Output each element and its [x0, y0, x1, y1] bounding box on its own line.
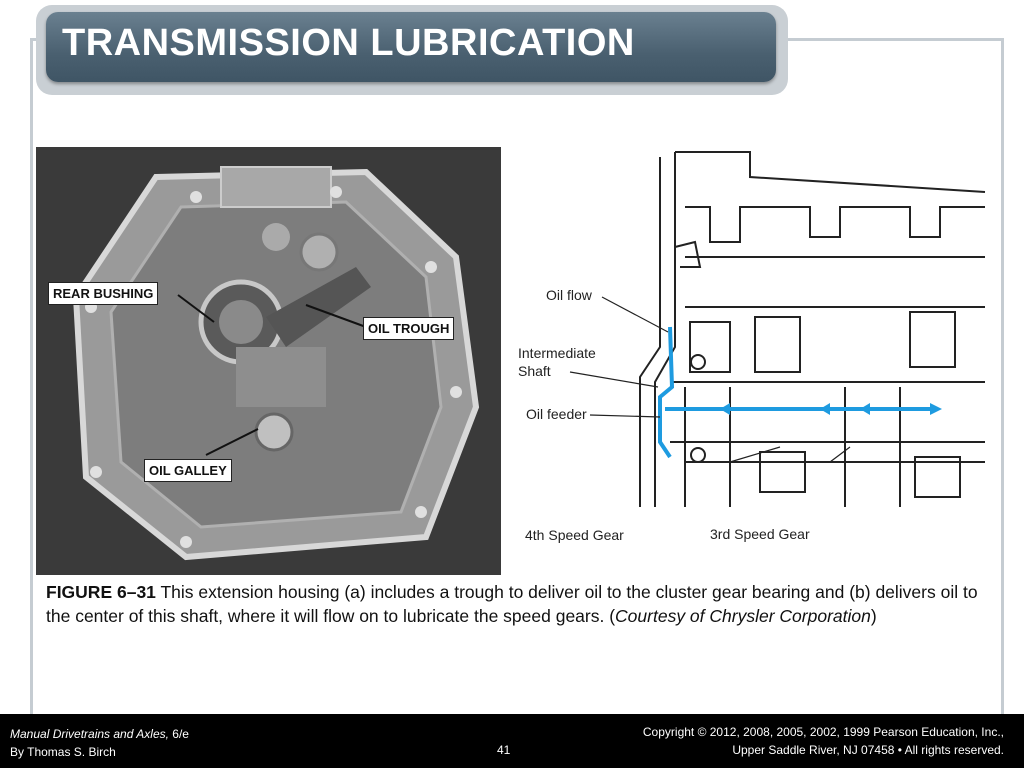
- title-bar: [46, 12, 776, 82]
- oil-flow-label: Oil flow: [546, 287, 593, 303]
- caption-end: ): [870, 606, 877, 626]
- housing-photo-illustration: [36, 147, 501, 575]
- caption-text: This extension housing (a) includes a tr…: [46, 582, 978, 626]
- extension-housing-photo: REAR BUSHING OIL TROUGH OIL GALLEY: [36, 147, 501, 575]
- figure-number: FIGURE 6–31: [46, 582, 156, 602]
- book-title: Manual Drivetrains and Axles,: [10, 727, 169, 741]
- rear-bushing-label: REAR BUSHING: [48, 282, 159, 305]
- copyright-line-1: Copyright © 2012, 2008, 2005, 2002, 1999…: [642, 725, 1004, 739]
- footer-book-info: Manual Drivetrains and Axles, 6/e By Tho…: [10, 725, 189, 761]
- oil-flow-path: [658, 326, 930, 459]
- copyright-line-2: Upper Saddle River, NJ 07458 • All right…: [732, 743, 1004, 757]
- slide-footer: Manual Drivetrains and Axles, 6/e By Tho…: [0, 714, 1024, 768]
- oil-flow-diagram: Oil flow Intermediate Shaft Oil feeder 4…: [510, 147, 1000, 567]
- shaft-label: Shaft: [518, 363, 551, 379]
- fourth-speed-gear-label: 4th Speed Gear: [525, 527, 624, 543]
- page-number: 41: [497, 743, 511, 757]
- caption-courtesy: Courtesy of Chrysler Corporation: [615, 606, 871, 626]
- footer-copyright: Copyright © 2012, 2008, 2005, 2002, 1999…: [643, 723, 1004, 759]
- oil-trough-label: OIL TROUGH: [363, 317, 455, 340]
- oil-feeder-label: Oil feeder: [526, 406, 587, 422]
- oil-galley-label: OIL GALLEY: [144, 459, 232, 482]
- book-author: By Thomas S. Birch: [10, 745, 116, 759]
- shaft-cross-section-drawing: Oil flow Intermediate Shaft Oil feeder 4…: [518, 151, 986, 543]
- book-edition: 6/e: [168, 727, 189, 741]
- figure-caption: FIGURE 6–31 This extension housing (a) i…: [46, 580, 986, 628]
- intermediate-label: Intermediate: [518, 345, 596, 361]
- third-speed-gear-label: 3rd Speed Gear: [710, 526, 810, 542]
- slide-title: TRANSMISSION LUBRICATION: [62, 22, 635, 64]
